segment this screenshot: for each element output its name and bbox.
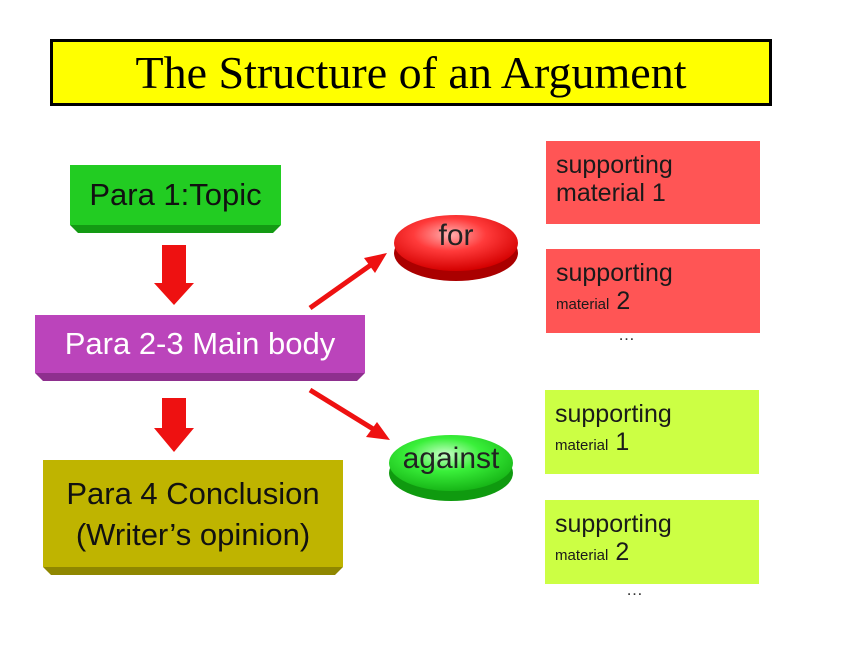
arrow-to-against	[308, 387, 390, 440]
material-number: 1	[651, 179, 666, 207]
against-material-2: supporting material 2	[545, 500, 759, 584]
topic-label: Para 1:Topic	[70, 165, 281, 225]
material-number: 1	[615, 428, 630, 456]
material-word: supporting	[556, 151, 673, 179]
arrow-to-for	[308, 253, 387, 311]
diagram-title: The Structure of an Argument	[135, 47, 687, 98]
conclusion-label: Para 4 Conclusion (Writer’s opinion)	[43, 460, 343, 567]
for-more-ellipsis: …	[618, 325, 635, 344]
material-label: material	[556, 179, 645, 207]
main-body-label: Para 2-3 Main body	[35, 315, 365, 373]
for-material-1: supporting material 1	[546, 141, 760, 224]
against-pill	[389, 435, 513, 501]
material-word: supporting	[555, 400, 672, 428]
title-box: The Structure of an Argument	[50, 39, 772, 106]
for-pill	[394, 215, 518, 281]
down-arrow-1	[154, 245, 194, 305]
main-body-box-bevel	[35, 373, 365, 381]
material-label: material	[556, 296, 610, 313]
against-material-1: supporting material 1	[545, 390, 759, 474]
against-more-ellipsis: …	[626, 580, 643, 599]
topic-box: Para 1:Topic	[70, 165, 281, 225]
down-arrow-2	[154, 398, 194, 452]
material-word: supporting	[556, 259, 673, 287]
conclusion-box-bevel	[43, 567, 343, 575]
against-label: against	[402, 442, 500, 475]
material-label: material	[555, 437, 609, 454]
for-material-2: supporting material 2	[546, 249, 760, 333]
material-word: supporting	[555, 510, 672, 538]
material-label: material	[555, 547, 609, 564]
conclusion-box: Para 4 Conclusion (Writer’s opinion)	[43, 460, 343, 567]
topic-box-bevel	[70, 225, 281, 233]
material-number: 2	[615, 538, 630, 566]
for-label: for	[438, 219, 474, 252]
material-number: 2	[616, 287, 631, 315]
main-body-box: Para 2-3 Main body	[35, 315, 365, 373]
